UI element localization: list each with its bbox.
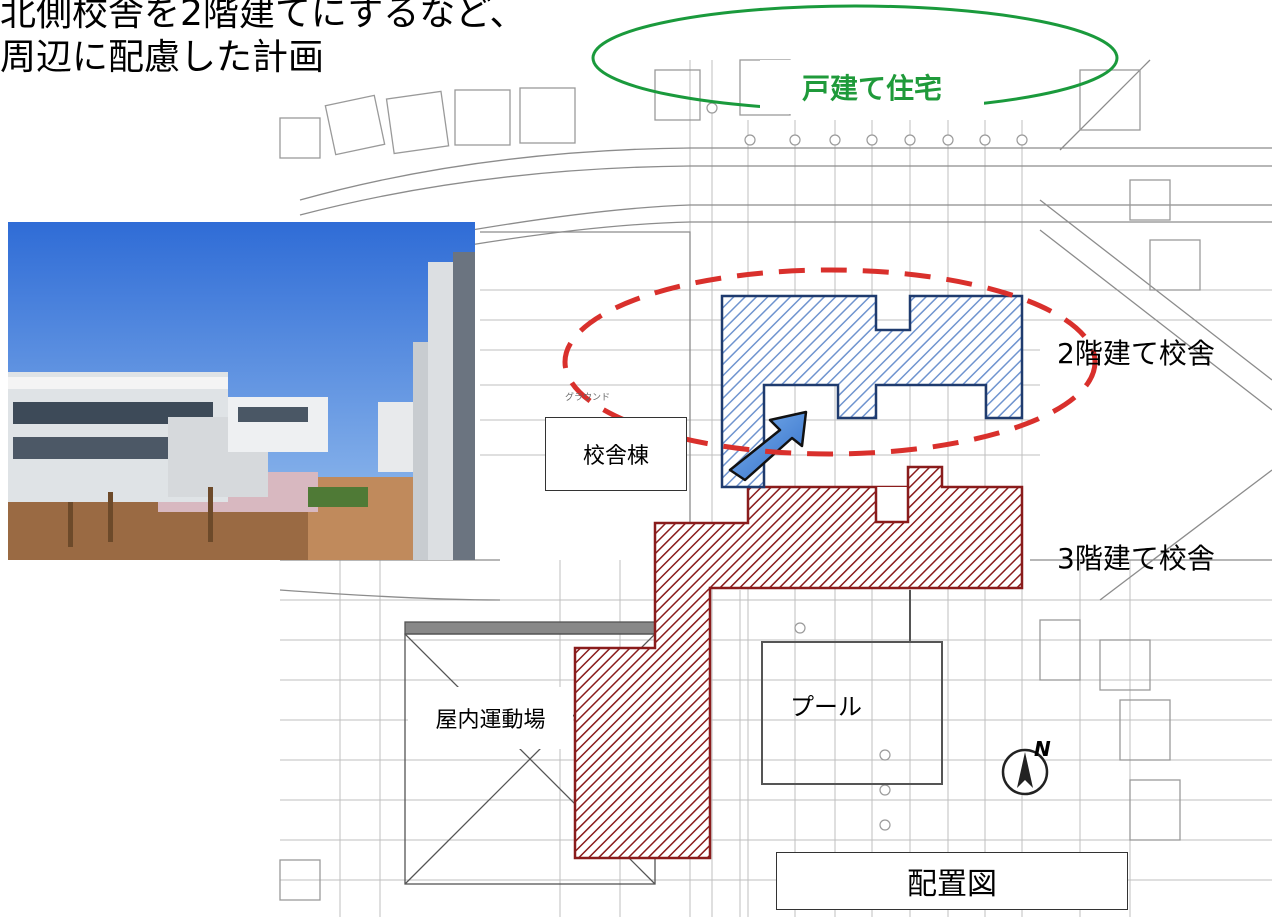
site-plan-label: 配置図 [776,852,1128,910]
houses-label-box: 戸建て住宅 [760,60,984,114]
three-story-building [573,465,1024,860]
north-label: N [1034,737,1051,761]
north-compass-icon [1001,748,1049,796]
heading-line-2: 周辺に配慮した計画 [0,37,325,78]
three-story-notch [874,487,910,524]
three-story-label: 3階建て校舎 [1057,542,1215,575]
gym-label: 屋内運動場 [408,687,573,749]
pool-outline [761,641,943,785]
houses-label: 戸建て住宅 [801,72,942,105]
school-building-label: 校舎棟 [545,417,687,491]
two-story-building [720,294,1024,489]
road-lines [279,59,1272,601]
house-outlines [279,59,1201,901]
school-photo [8,222,475,560]
heading-line-1: 北側校舎を2階建てにするなど、 [0,0,526,34]
two-story-highlight-ellipse [562,267,1098,457]
pool-label: プール [790,693,862,721]
ground-label: グラウンド [565,393,611,403]
courtyard-arrow [728,410,808,482]
two-story-label: 2階建て校舎 [1057,337,1215,370]
